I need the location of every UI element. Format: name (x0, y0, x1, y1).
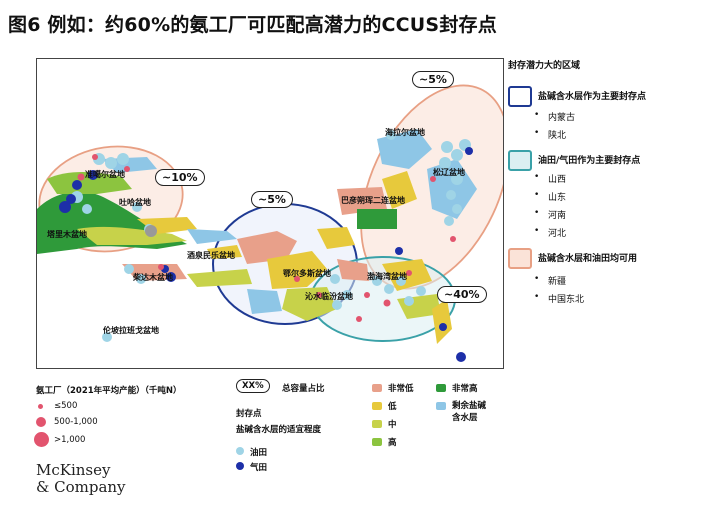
basin-label-erlian: 巴彦朔珲二连盆地 (341, 196, 405, 205)
storage-legend-title: 封存点 (236, 409, 262, 419)
legend-item-henan: 河南 (534, 208, 566, 221)
region-legend: 封存潜力大的区域 盐碱含水层作为主要封存点 内蒙古 陕北 油田/气田作为主要封存… (508, 58, 698, 305)
basin-label-junggar: 准噶尔盆地 (85, 170, 125, 179)
legend-item-xinjiang: 新疆 (534, 274, 566, 287)
suitability-remaining-swatch (436, 402, 446, 410)
aquifer-patches-central (237, 227, 369, 321)
map: 准噶尔盆地 吐哈盆地 塔里木盆地 酒泉民乐盆地 柴达木盆地 伦坡拉班戈盆地 鄂尔… (36, 58, 504, 369)
legend-group-both: 盐碱含水层和油田均可用 新疆 中国东北 (508, 248, 698, 308)
legend-item-inner-mongolia: 内蒙古 (534, 110, 575, 123)
basin-label-songliao: 松辽盆地 (433, 168, 465, 177)
basin-label-turpan-hami: 吐哈盆地 (119, 198, 151, 207)
ammonia-plant-markers (77, 154, 456, 322)
plant-size-large-label: >1,000 (54, 435, 86, 445)
legend-item-shanxi: 山西 (534, 172, 566, 185)
logo-line-2: & Company (36, 478, 126, 496)
plant-size-large-icon (34, 432, 49, 447)
basin-label-jiuquan: 酒泉民乐盆地 (187, 251, 235, 260)
suitability-medium-label: 中 (388, 420, 397, 430)
plant-size-medium-icon (36, 417, 46, 427)
map-drawing (37, 84, 503, 362)
plant-size-small-label: ≤500 (54, 401, 78, 411)
suitability-low-swatch (372, 402, 382, 410)
legend-swatch-aquifer (508, 86, 532, 107)
logo-line-1: McKinsey (36, 461, 111, 479)
suitability-very-high-label: 非常高 (452, 384, 478, 394)
basin-label-lunpola: 伦坡拉班戈盆地 (103, 326, 159, 335)
suitability-very-low-swatch (372, 384, 382, 392)
legend-heading-aquifer: 盐碱含水层作为主要封存点 (538, 92, 647, 102)
legend-swatch-both (508, 248, 532, 269)
gas-field-icon (236, 462, 244, 470)
basin-label-bohai-bay: 渤海湾盆地 (367, 272, 407, 281)
suitability-very-high-swatch (436, 384, 446, 392)
capacity-bubble-northwest: ~10% (155, 169, 205, 186)
capacity-bubble-central: ~5% (251, 191, 293, 208)
legend-swatch-oilgas (508, 150, 532, 171)
basin-label-qaidam: 柴达木盆地 (133, 273, 173, 282)
aquifer-suitability-title: 盐碱含水层的适宜程度 (236, 425, 322, 435)
region-legend-title: 封存潜力大的区域 (508, 61, 581, 71)
capacity-label: 总容量占比 (282, 384, 325, 394)
legend-item-shaanbei: 陕北 (534, 128, 566, 141)
legend-item-shandong: 山东 (534, 190, 566, 203)
suitability-high-swatch (372, 438, 382, 446)
oil-field-icon (236, 447, 244, 455)
legend-heading-oilgas: 油田/气田作为主要封存点 (538, 156, 641, 166)
suitability-medium-swatch (372, 420, 382, 428)
suitability-high-label: 高 (388, 438, 397, 448)
basin-label-ordos: 鄂尔多斯盆地 (283, 269, 331, 278)
capacity-bubble-east: ~40% (437, 286, 487, 303)
basin-label-hailar: 海拉尔盆地 (385, 128, 425, 137)
legend-group-oilgas: 油田/气田作为主要封存点 山西 山东 河南 河北 (508, 150, 698, 240)
plant-size-small-icon (38, 404, 43, 409)
other-field-marker (145, 225, 157, 237)
legend-heading-both: 盐碱含水层和油田均可用 (538, 254, 638, 264)
figure-title: 图6 例如：约60%的氨工厂可匹配高潜力的CCUS封存点 (8, 14, 497, 36)
suitability-low-label: 低 (388, 402, 397, 412)
suitability-very-low-label: 非常低 (388, 384, 414, 394)
mckinsey-logo: McKinsey & Company (36, 462, 126, 496)
legend-item-northeast-china: 中国东北 (534, 292, 584, 305)
oil-field-label: 油田 (250, 448, 268, 458)
capacity-bubble-northeast: ~5% (412, 71, 454, 88)
gas-field-markers (59, 147, 473, 362)
basin-label-qinshui: 沁水临汾盆地 (305, 292, 353, 301)
suitability-remaining-label: 剩余盐碱含水层 (452, 401, 487, 423)
oil-field-markers (71, 130, 471, 342)
plant-size-medium-label: 500-1,000 (54, 417, 98, 427)
plants-legend-title: 氨工厂（2021年平均产能）（千吨N） (36, 386, 182, 396)
legend-group-aquifer: 盐碱含水层作为主要封存点 内蒙古 陕北 (508, 86, 698, 146)
gas-field-label: 气田 (250, 463, 268, 473)
legend-item-hebei: 河北 (534, 226, 566, 239)
capacity-symbol: XX% (236, 379, 270, 393)
basin-label-tarim: 塔里木盆地 (47, 230, 87, 239)
